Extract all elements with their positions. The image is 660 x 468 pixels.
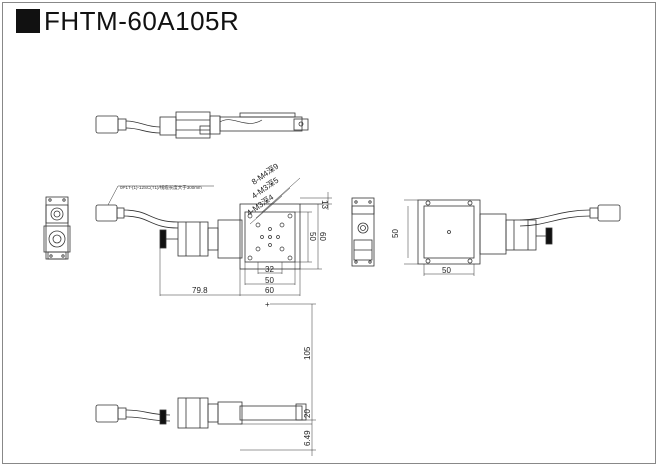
connector-neck: [117, 118, 127, 131]
dim-13: 13: [320, 200, 329, 209]
knob-circle: [48, 230, 66, 248]
dim-6-49: 6.49: [303, 430, 312, 446]
connector-plug: [95, 115, 119, 134]
stage-body-top: [219, 116, 303, 132]
right-connector: [597, 204, 621, 222]
left-end-view: [43, 196, 71, 260]
bottom-stage-body: [239, 405, 303, 421]
dim-50-bottom: 50: [265, 276, 274, 285]
cable-note: 0P1T-(1)-12SC(T1)/线缆长度大于300mm: [120, 184, 202, 191]
dim-32: 32: [265, 265, 274, 274]
right-knob: [545, 227, 553, 245]
bottom-motor: [177, 397, 209, 429]
plan-motor: [177, 221, 209, 257]
adjust-knob: [159, 229, 167, 249]
drawing-frame: [2, 2, 656, 464]
bottom-knob: [159, 409, 167, 425]
dim-20: 20: [303, 409, 312, 418]
base-plate: [417, 199, 481, 265]
dim-50-right-vert: 50: [391, 229, 400, 238]
end-block: [293, 118, 309, 131]
title-block: FHTM-60A105R: [16, 6, 239, 36]
dim-79-8: 79.8: [192, 286, 208, 295]
dim-60-side: 60: [318, 232, 327, 241]
bottom-elevation-view: + 105 20 6.49: [95, 300, 316, 456]
svg-text:+: +: [265, 300, 270, 309]
screw-head-top: [298, 121, 304, 127]
main-plan-view: 0P1T-(1)-12SC(T1)/线缆长度大于300mm 8-M4深9 4-M…: [95, 161, 332, 296]
plan-connector: [95, 204, 118, 222]
motor-cap: [159, 116, 177, 136]
middle-end-view: [351, 197, 375, 267]
motor-shaft-circle: [50, 207, 64, 221]
dim-50-side: 50: [308, 232, 317, 241]
coupling: [209, 115, 221, 135]
right-motor: [505, 219, 537, 251]
page-title: FHTM-60A105R: [44, 5, 240, 36]
dim-60-bottom: 60: [265, 286, 274, 295]
bottom-connector: [95, 404, 119, 423]
cable-upper: [125, 120, 161, 128]
right-plan-view: 50 50: [391, 199, 621, 276]
end-plate-outline: [45, 196, 69, 260]
title-marker: [16, 9, 40, 33]
center-mark: [268, 235, 272, 239]
end-view-body: [351, 197, 375, 267]
top-elevation-view: [95, 111, 309, 139]
stage-table: [239, 203, 301, 270]
end-view-shaft: [357, 222, 369, 234]
dim-105: 105: [303, 346, 312, 360]
dim-50-right-horiz: 50: [442, 266, 451, 275]
cable-lower: [125, 127, 161, 134]
